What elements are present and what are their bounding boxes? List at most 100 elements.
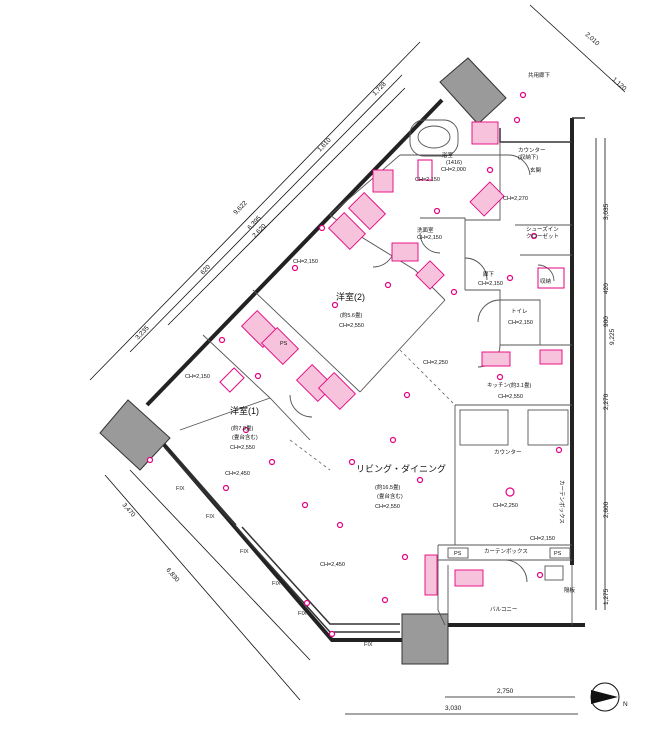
- dim-diag-d: 1,728: [371, 81, 388, 98]
- dim-diag-c: 1,610: [316, 137, 333, 154]
- label-ch-center: CH=2,250: [423, 360, 448, 366]
- label-ps3: PS: [554, 551, 562, 557]
- label-western2-ch: CH=2,550: [339, 323, 364, 329]
- label-kitchen: キッチン(約3.1畳): [487, 381, 531, 389]
- label-kitchen-counter: カウンター: [494, 448, 522, 456]
- label-washroom: 洗面室: [417, 226, 434, 234]
- window-sashes: [164, 447, 400, 633]
- fixtures: [219, 121, 565, 596]
- label-toilet: トイレ: [511, 309, 528, 315]
- label-balcony-side: 隔板: [564, 586, 576, 594]
- label-balcony: バルコニー: [490, 606, 517, 613]
- columns: [99, 57, 507, 665]
- label-bath-ch: CH=2,000: [441, 167, 466, 173]
- compass-label: N: [623, 701, 628, 708]
- label-ps2: PS: [454, 551, 462, 557]
- label-toilet-ch: CH=2,150: [508, 320, 533, 326]
- label-fix-5: FIX: [298, 611, 307, 617]
- column-left: [99, 399, 171, 471]
- label-shoes-in: シューズイン: [526, 225, 559, 233]
- column-top: [439, 57, 507, 125]
- label-storage: 収納: [540, 277, 552, 285]
- label-washroom-ch: CH=2,150: [417, 235, 442, 241]
- label-western1: 洋室(1): [230, 405, 259, 416]
- ac-unit-living: [424, 554, 438, 596]
- window-frame-b: [417, 159, 433, 181]
- compass-arrow-icon: [591, 690, 618, 704]
- room-labels: 共用廊下 浴室 (1416) CH=2,000 玄関 CH=2,270 洗面室 …: [230, 71, 551, 613]
- dim-right-f: 1,275: [603, 588, 610, 605]
- laundry: [415, 260, 445, 290]
- dim-lower-b: 6,830: [164, 567, 180, 584]
- dim-right-b: 420: [603, 283, 610, 294]
- dim-right-a: 3,035: [603, 203, 610, 220]
- label-ch-west: CH=2,150: [185, 374, 210, 380]
- closet-western1d: [317, 371, 357, 411]
- label-ch-window1: CH=2,450: [225, 471, 250, 477]
- dim-top-b: 1,120: [611, 76, 628, 92]
- label-western2: 洋室(2): [336, 291, 365, 302]
- washbasin: [391, 242, 419, 262]
- entrance-storage: [469, 181, 505, 217]
- misc-labels: カウンター (収納下) シューズイン クローゼット 収納 PS PS PS カウ…: [176, 146, 576, 648]
- label-western1-size: (約7.0畳): [231, 424, 253, 432]
- dim-right-d: 2,270: [603, 393, 610, 410]
- closet-western2: [347, 191, 387, 231]
- storage-box: [537, 267, 565, 289]
- dim-diag-total: 9,622: [232, 200, 249, 217]
- kitchen-sink: [481, 351, 511, 367]
- label-bath: 浴室: [442, 151, 454, 159]
- dim-lower-a: 3,470: [120, 502, 136, 519]
- dim-right-total: 9,225: [609, 328, 616, 345]
- dim-top-a: 2,010: [584, 31, 601, 47]
- label-fix-3: FIX: [240, 549, 249, 555]
- label-western1-ch: CH=2,550: [230, 445, 255, 451]
- label-ldk-size: (約16.5畳): [375, 483, 401, 491]
- exterior-walls: [145, 98, 585, 642]
- label-entrance: 玄関: [530, 166, 542, 174]
- label-fix-2: FIX: [206, 514, 215, 520]
- label-fix-1: FIX: [176, 486, 185, 492]
- label-counter-top: カウンター: [518, 146, 546, 154]
- label-hallway-ch: CH=2,150: [478, 281, 503, 287]
- label-ldk: リビング・ダイニング: [356, 463, 446, 474]
- dim-right-e: 2,600: [603, 501, 610, 518]
- bath-vanity: [372, 169, 394, 193]
- kitchen-counter-box: [539, 349, 563, 365]
- column-bottom: [401, 613, 449, 665]
- label-ch-upper: CH=2,150: [293, 259, 318, 265]
- bath-fixture: [471, 121, 499, 145]
- closet-western2b: [327, 211, 367, 251]
- label-ps1: PS: [280, 341, 288, 347]
- label-bath-size: (1416): [446, 160, 462, 166]
- label-counter-top2: (収納下): [518, 153, 538, 161]
- label-kitchen-ch: CH=2,550: [498, 394, 523, 400]
- lighting: [146, 91, 563, 638]
- label-ch-window3: CH=2,250: [493, 503, 518, 509]
- label-fix-6: FIX: [364, 642, 373, 648]
- label-curtain-box: カーテンボックス: [484, 547, 528, 555]
- label-ldk-ch: CH=2,550: [375, 504, 400, 510]
- label-entrance-ch: CH=2,270: [503, 196, 528, 202]
- label-western1-note: (畳台含む): [232, 433, 258, 441]
- balcony-unit: [454, 569, 484, 587]
- closet-western1b: [260, 326, 300, 366]
- window-frame-a: [219, 367, 245, 393]
- label-hallway: 廊下: [483, 270, 495, 278]
- label-curtain-box2: カーテンボックス: [558, 480, 566, 524]
- label-ch-upper2: CH=2,150: [415, 177, 440, 183]
- label-ch-window2: CH=2,450: [320, 562, 345, 568]
- dim-bottom-b: 3,030: [445, 705, 462, 712]
- label-western2-size: (約5.6畳): [340, 311, 362, 319]
- label-ch-window4: CH=2,150: [530, 536, 555, 542]
- dim-bottom-a: 2,750: [497, 688, 514, 695]
- label-fix-4: FIX: [272, 581, 281, 587]
- dim-inner-b: 620: [199, 263, 212, 276]
- label-common-corridor: 共用廊下: [528, 71, 551, 79]
- label-shoes-in2: クローゼット: [526, 232, 559, 240]
- dimension-lines: [89, 4, 626, 715]
- dim-right-c: 900: [603, 316, 610, 327]
- compass: N: [590, 682, 628, 712]
- label-ldk-note: (畳台含む): [377, 492, 403, 500]
